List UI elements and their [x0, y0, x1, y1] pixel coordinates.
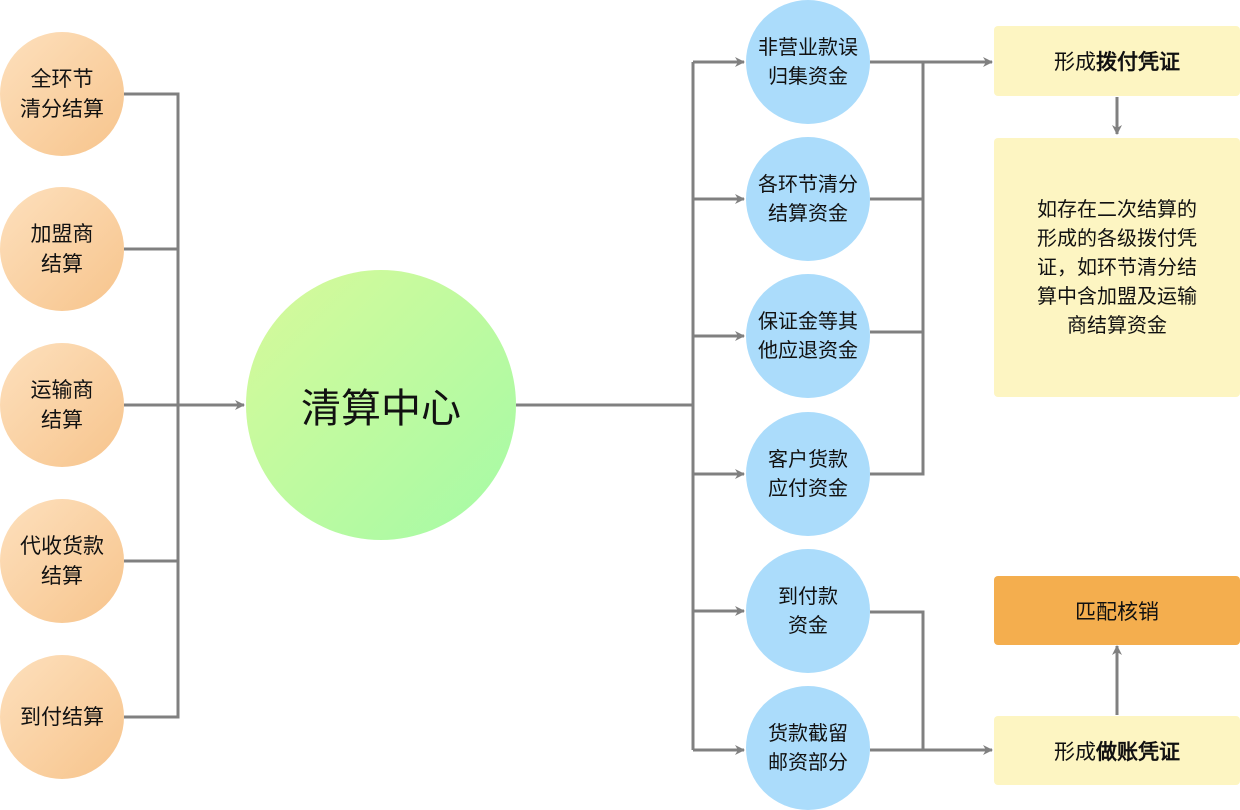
box-label-prefix: 形成 — [1054, 50, 1096, 74]
node-label: 到付款 资金 — [778, 584, 838, 637]
source-node-franchisee-settlement[interactable]: 加盟商 结算 — [0, 187, 124, 311]
source-node-carrier-settlement[interactable]: 运输商 结算 — [0, 343, 124, 467]
node-label: 客户货款 应付资金 — [768, 447, 848, 500]
fund-node-chain-settlement[interactable]: 各环节清分 结算资金 — [746, 137, 870, 261]
node-label: 货款截留 邮资部分 — [768, 721, 848, 774]
node-label: 非营业款误 归集资金 — [758, 35, 858, 88]
node-label: 保证金等其 他应退资金 — [758, 309, 858, 362]
fund-node-freight-collect[interactable]: 到付款 资金 — [746, 549, 870, 673]
node-label: 各环节清分 结算资金 — [758, 172, 858, 225]
clearing-center-node[interactable]: 清算中心 — [246, 270, 516, 540]
note-text: 如存在二次结算的 形成的各级拨付凭 证，如环节清分结 算中含加盟及运输 商结算资… — [1037, 197, 1197, 337]
node-label: 清算中心 — [301, 386, 461, 432]
fund-node-deposit-refund[interactable]: 保证金等其 他应退资金 — [746, 274, 870, 398]
fund-node-misc-collected[interactable]: 非营业款误 归集资金 — [746, 0, 870, 124]
source-node-freight-collect-settlement[interactable]: 到付结算 — [0, 655, 124, 779]
node-label: 全环节 清分结算 — [20, 67, 104, 121]
box-label-bold: 拨付凭证 — [1096, 50, 1180, 74]
box-label-bold: 做账凭证 — [1096, 739, 1180, 764]
lower-group-connector — [870, 610, 925, 750]
upper-group-connector — [870, 60, 925, 476]
payment-voucher-note-box: 如存在二次结算的 形成的各级拨付凭 证，如环节清分结 算中含加盟及运输 商结算资… — [994, 138, 1240, 397]
source-node-full-chain-settlement[interactable]: 全环节 清分结算 — [0, 32, 124, 156]
node-label: 到付结算 — [20, 705, 104, 729]
fund-node-customer-payable[interactable]: 客户货款 应付资金 — [746, 412, 870, 536]
box-label-prefix: 形成 — [1054, 739, 1096, 764]
box-label: 匹配核销 — [1075, 599, 1159, 624]
fund-node-postage-withheld[interactable]: 货款截留 邮资部分 — [746, 686, 870, 810]
source-node-cod-settlement[interactable]: 代收货款 结算 — [0, 499, 124, 623]
node-label: 运输商 结算 — [30, 378, 94, 432]
payment-voucher-box[interactable]: 形成拨付凭证 — [994, 26, 1240, 96]
match-writeoff-box[interactable]: 匹配核销 — [994, 576, 1240, 645]
node-label: 代收货款 结算 — [20, 534, 104, 588]
accounting-voucher-box[interactable]: 形成做账凭证 — [994, 716, 1240, 785]
node-label: 加盟商 结算 — [30, 222, 94, 276]
